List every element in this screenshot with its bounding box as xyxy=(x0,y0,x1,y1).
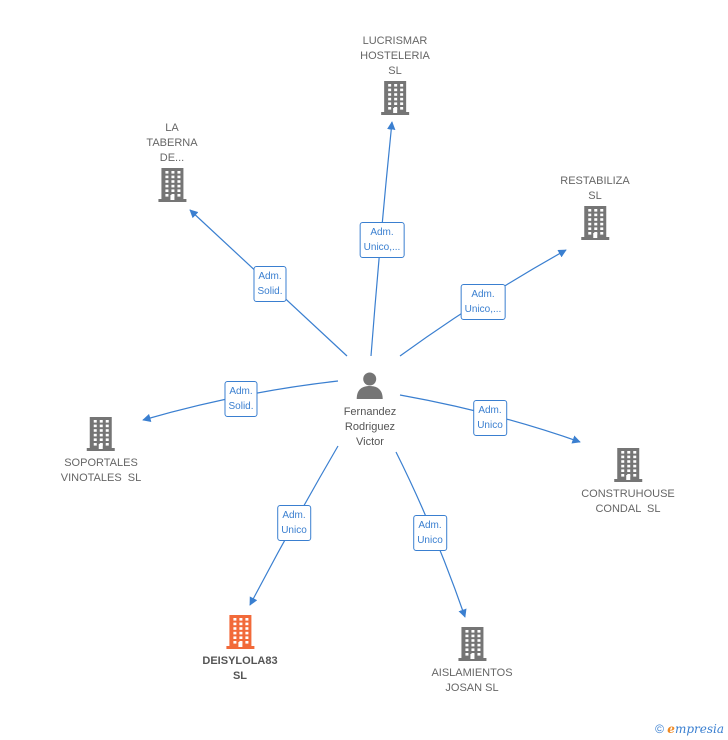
company-node-aislamientos[interactable]: AISLAMIENTOS JOSAN SL xyxy=(431,625,513,696)
company-node-deisylola83[interactable]: DEISYLOLA83 SL xyxy=(202,613,278,684)
company-node-restabiliza[interactable]: RESTABILIZA SL xyxy=(560,174,630,245)
company-name: LUCRISMAR HOSTELERIA SL xyxy=(360,35,430,77)
company-node-la-taberna[interactable]: LA TABERNA DE... xyxy=(146,121,198,207)
building-icon xyxy=(224,613,256,654)
center-person-name: Fernandez Rodriguez Victor xyxy=(343,406,397,448)
company-name: LA TABERNA DE... xyxy=(146,122,198,164)
building-icon xyxy=(579,204,611,245)
company-name: DEISYLOLA83 SL xyxy=(202,655,278,682)
relation-label-lucrismar[interactable]: Adm. Unico,... xyxy=(359,222,405,258)
brand-logo: empresia xyxy=(667,722,724,736)
footer-brand[interactable]: © empresia xyxy=(655,722,724,736)
company-node-lucrismar[interactable]: LUCRISMAR HOSTELERIA SL xyxy=(360,34,430,120)
company-name: SOPORTALES VINOTALES SL xyxy=(60,457,142,484)
company-name: AISLAMIENTOS JOSAN SL xyxy=(431,667,513,694)
building-icon xyxy=(379,79,411,120)
person-icon xyxy=(357,372,383,399)
company-node-construhouse[interactable]: CONSTRUHOUSE CONDAL SL xyxy=(581,446,675,517)
building-icon xyxy=(156,166,188,207)
relation-label-aislamientos[interactable]: Adm. Unico xyxy=(413,515,447,551)
building-icon xyxy=(85,415,117,456)
building-icon xyxy=(612,446,644,487)
relation-label-deisylola83[interactable]: Adm. Unico xyxy=(277,505,311,541)
relation-label-la-taberna[interactable]: Adm. Solid. xyxy=(253,266,287,302)
building-icon xyxy=(456,625,488,666)
company-name: CONSTRUHOUSE CONDAL SL xyxy=(581,488,675,515)
copyright-icon: © xyxy=(655,722,664,736)
center-person-node[interactable]: Fernandez Rodriguez Victor xyxy=(343,370,397,450)
relation-label-restabiliza[interactable]: Adm. Unico,... xyxy=(460,284,506,320)
relation-label-soportales[interactable]: Adm. Solid. xyxy=(224,381,258,417)
company-name: RESTABILIZA SL xyxy=(560,175,630,202)
relation-label-construhouse[interactable]: Adm. Unico xyxy=(473,400,507,436)
company-node-soportales[interactable]: SOPORTALES VINOTALES SL xyxy=(60,415,142,486)
